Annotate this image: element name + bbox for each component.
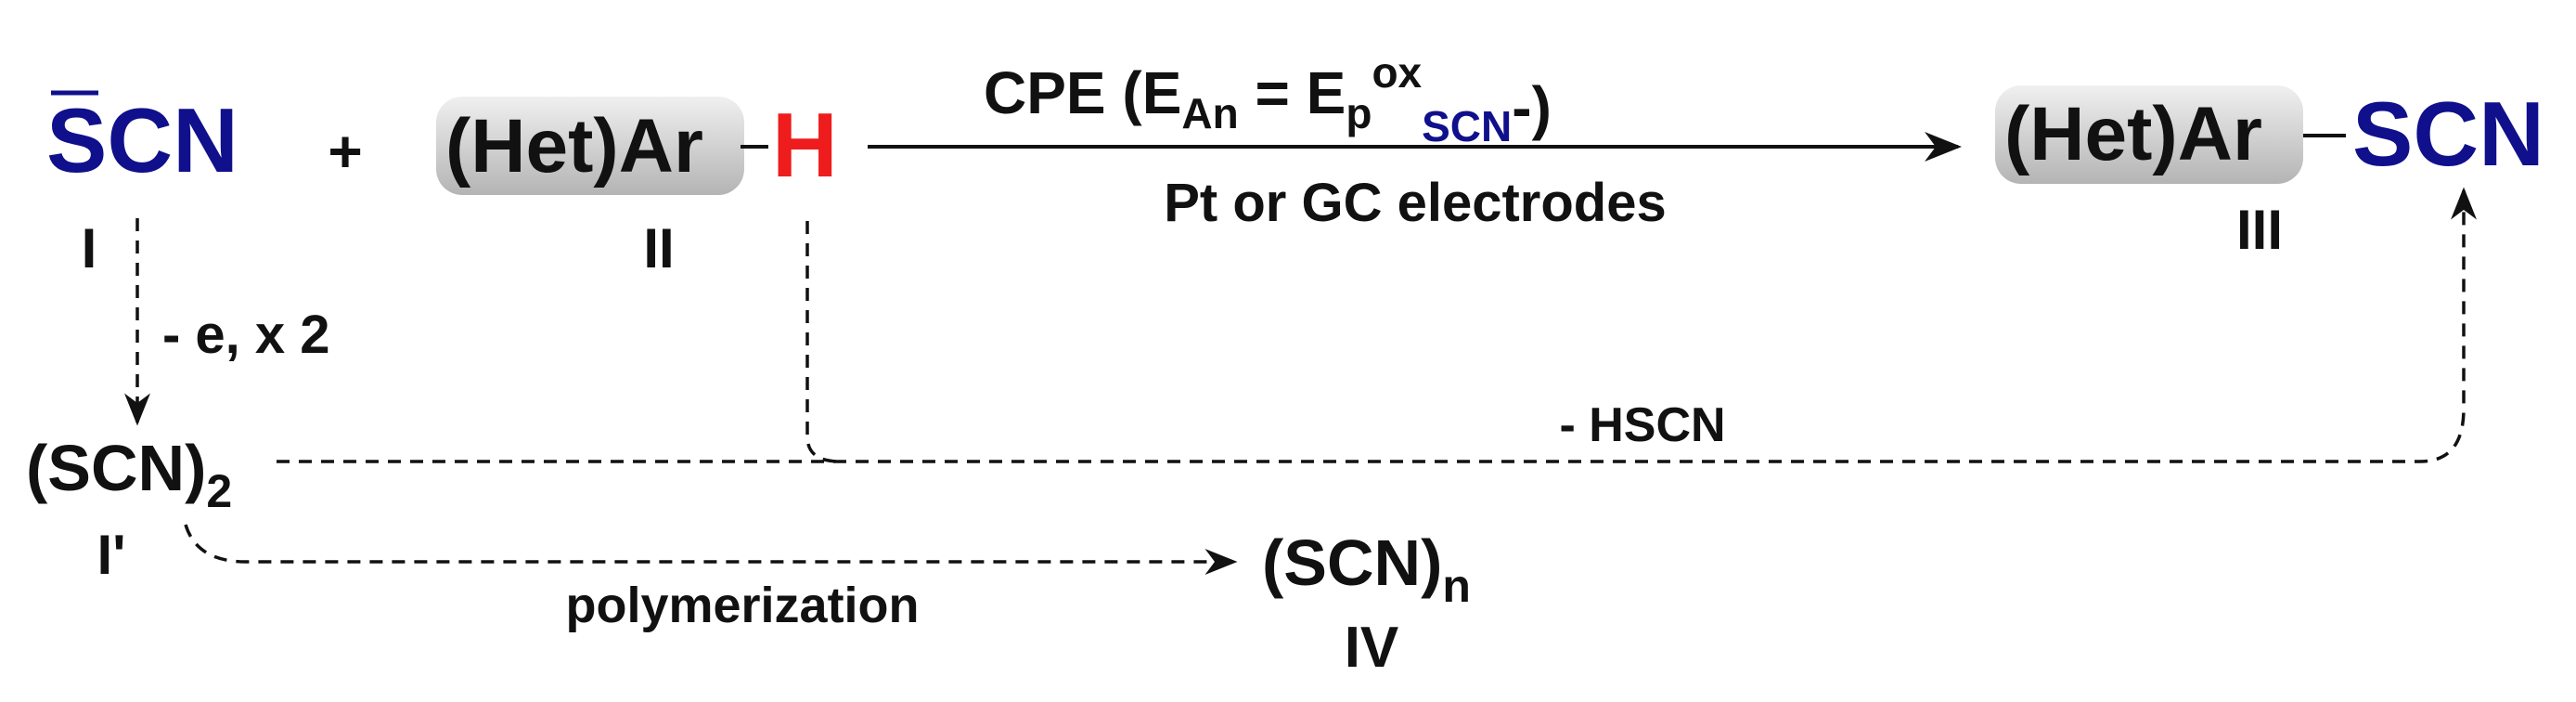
intermediate-Iprime-main: (SCN) <box>26 432 206 504</box>
oxidation-label: - e, x 2 <box>162 305 330 365</box>
substrate-II-highlight <box>436 97 744 195</box>
intermediate-Iprime: (SCN)2 I' <box>26 432 232 586</box>
substrate-II-group: (Het)Ar <box>445 104 703 188</box>
polymer-IV-label: IV <box>1345 616 1399 680</box>
substrate-II: (Het)Ar H II <box>436 94 838 280</box>
cond-minus: - <box>1512 74 1531 141</box>
polymer-IV-main: (SCN) <box>1262 526 1442 599</box>
plus-sign: + <box>328 118 362 185</box>
polymer-IV: (SCN)n IV <box>1262 526 1471 680</box>
cond-sup-ox: ox <box>1372 48 1422 97</box>
intermediate-Iprime-label: I' <box>97 524 126 586</box>
substrate-II-hydrogen: H <box>772 94 838 196</box>
hydrogen-abstraction-path <box>805 221 841 463</box>
product-III-group: (Het)Ar <box>2004 92 2262 176</box>
cond-close: ) <box>1532 74 1552 141</box>
product-III-scn: SCN <box>2352 83 2544 185</box>
thiocyanation-path-arrow <box>277 187 2477 463</box>
polymerization-arrow <box>184 524 1238 575</box>
cond-sub-an: An <box>1181 89 1238 137</box>
byproduct-label: - HSCN <box>1559 398 1725 452</box>
reagent-I-formula: SCN <box>46 89 238 191</box>
product-III-label: III <box>2236 199 2283 261</box>
polymer-IV-sub: n <box>1442 560 1471 612</box>
cond-sub-p: p <box>1346 89 1372 137</box>
reagent-I-label: I <box>82 217 97 280</box>
cond-prefix: CPE (E <box>984 59 1181 126</box>
polymer-IV-formula: (SCN)n <box>1262 526 1471 612</box>
intermediate-Iprime-sub: 2 <box>206 465 232 517</box>
conditions-electrodes: Pt or GC electrodes <box>1164 173 1666 233</box>
reaction-conditions: CPE (EAn = EpoxSCN-) <box>984 48 1552 150</box>
reagent-I: SCN I <box>46 89 238 280</box>
cond-eq: = E <box>1239 59 1346 126</box>
polymerization-label: polymerization <box>565 578 919 633</box>
substrate-II-label: II <box>643 217 674 280</box>
cond-sub-scn: SCN <box>1422 102 1512 150</box>
product-III-highlight <box>1995 85 2303 184</box>
product-III: (Het)Ar SCN III <box>1995 83 2544 261</box>
intermediate-Iprime-formula: (SCN)2 <box>26 432 232 517</box>
